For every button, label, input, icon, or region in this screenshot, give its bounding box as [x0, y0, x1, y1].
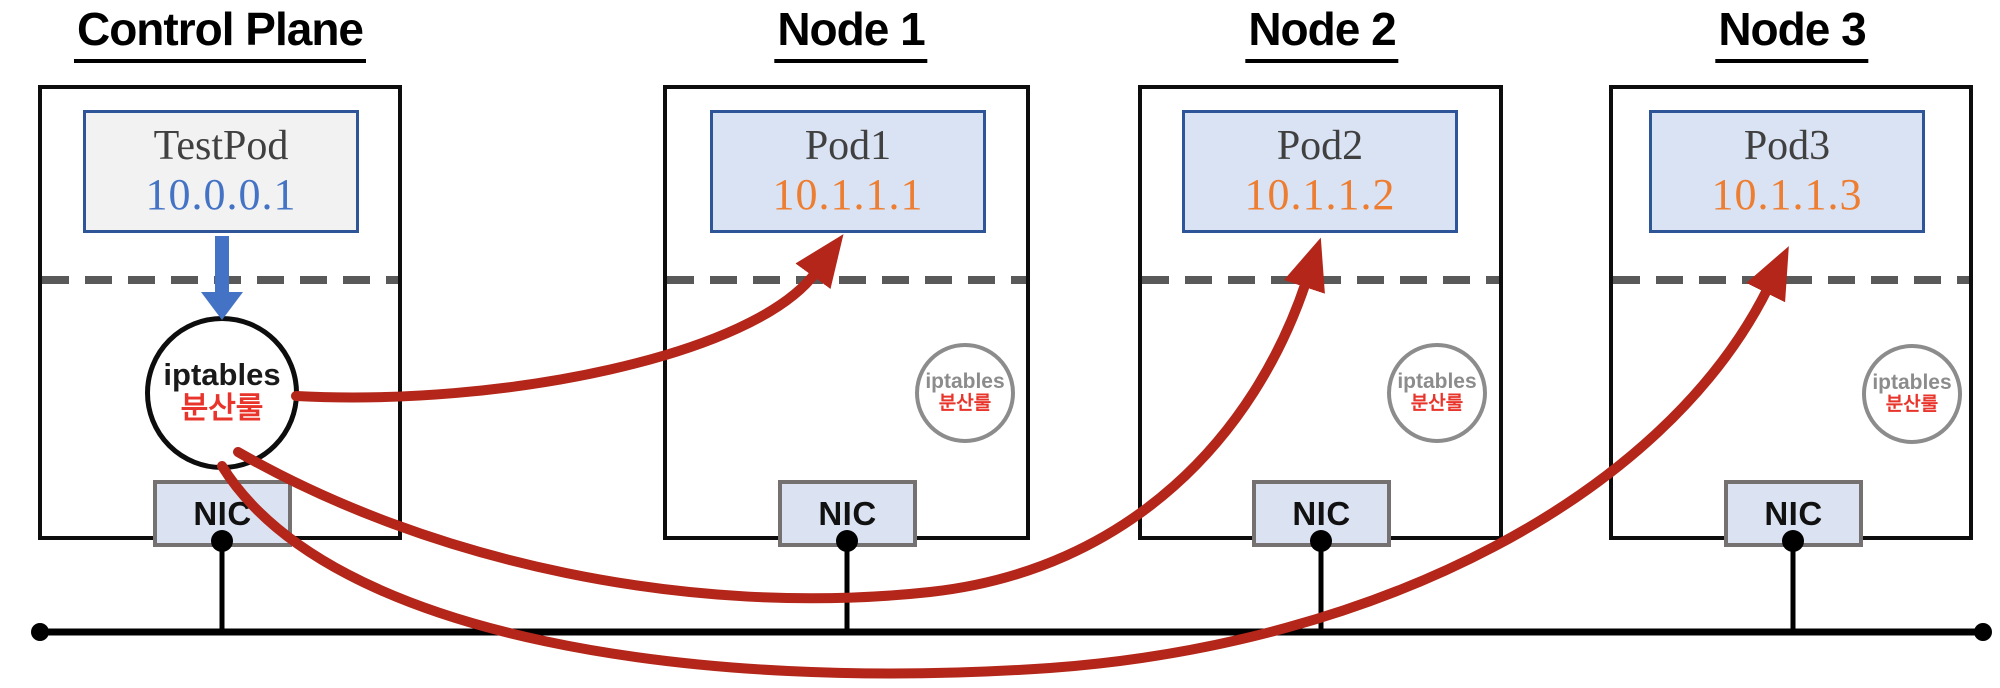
- group-title-text: Node 1: [774, 2, 928, 63]
- iptables-label: iptables: [163, 357, 281, 393]
- pod-name: Pod1: [804, 123, 892, 170]
- group-title-control-plane: Control Plane: [73, 2, 367, 63]
- pod-ip: 10.0.0.1: [145, 170, 297, 220]
- group-title-node2: Node 2: [1245, 2, 1399, 63]
- pod-name: TestPod: [153, 123, 289, 170]
- iptables-korean-label: 분산룰: [938, 392, 992, 414]
- namespace-divider-dashed-line: [1613, 276, 1969, 284]
- pod2-box: Pod2 10.1.1.2: [1182, 110, 1458, 233]
- pod-name: Pod2: [1276, 123, 1364, 170]
- namespace-divider-dashed-line: [42, 276, 398, 284]
- namespace-divider-dashed-line: [1142, 276, 1499, 284]
- pod-name: Pod3: [1743, 123, 1831, 170]
- iptables-korean-label: 분산룰: [180, 392, 264, 426]
- testpod-box: TestPod 10.0.0.1: [83, 110, 359, 233]
- nic-box-node1: NIC: [778, 480, 917, 547]
- group-title-node1: Node 1: [774, 2, 928, 63]
- group-title-text: Node 2: [1245, 2, 1399, 63]
- iptables-circle-node2: iptables 분산룰: [1387, 343, 1487, 443]
- iptables-korean-label: 분산룰: [1410, 392, 1464, 414]
- bus-endpoint-dot-left: [31, 623, 49, 641]
- group-title-node3: Node 3: [1715, 2, 1869, 63]
- iptables-circle-node3: iptables 분산룰: [1862, 344, 1962, 444]
- namespace-divider-dashed-line: [667, 276, 1026, 284]
- nic-box-control: NIC: [153, 480, 292, 547]
- iptables-label: iptables: [1397, 369, 1477, 393]
- pod1-box: Pod1 10.1.1.1: [710, 110, 986, 233]
- bus-endpoint-dot-right: [1974, 623, 1992, 641]
- nic-box-node3: NIC: [1724, 480, 1863, 547]
- nic-box-node2: NIC: [1252, 480, 1391, 547]
- pod-ip: 10.1.1.3: [1711, 170, 1863, 220]
- pod-ip: 10.1.1.2: [1244, 170, 1396, 220]
- iptables-circle-control: iptables 분산룰: [145, 316, 299, 470]
- pod3-box: Pod3 10.1.1.3: [1649, 110, 1925, 233]
- iptables-circle-node1: iptables 분산룰: [915, 343, 1015, 443]
- pod-ip: 10.1.1.1: [772, 170, 924, 220]
- iptables-label: iptables: [1872, 370, 1952, 394]
- group-title-text: Control Plane: [73, 2, 367, 63]
- group-title-text: Node 3: [1715, 2, 1869, 63]
- iptables-label: iptables: [925, 369, 1005, 393]
- iptables-korean-label: 분산룰: [1885, 393, 1939, 415]
